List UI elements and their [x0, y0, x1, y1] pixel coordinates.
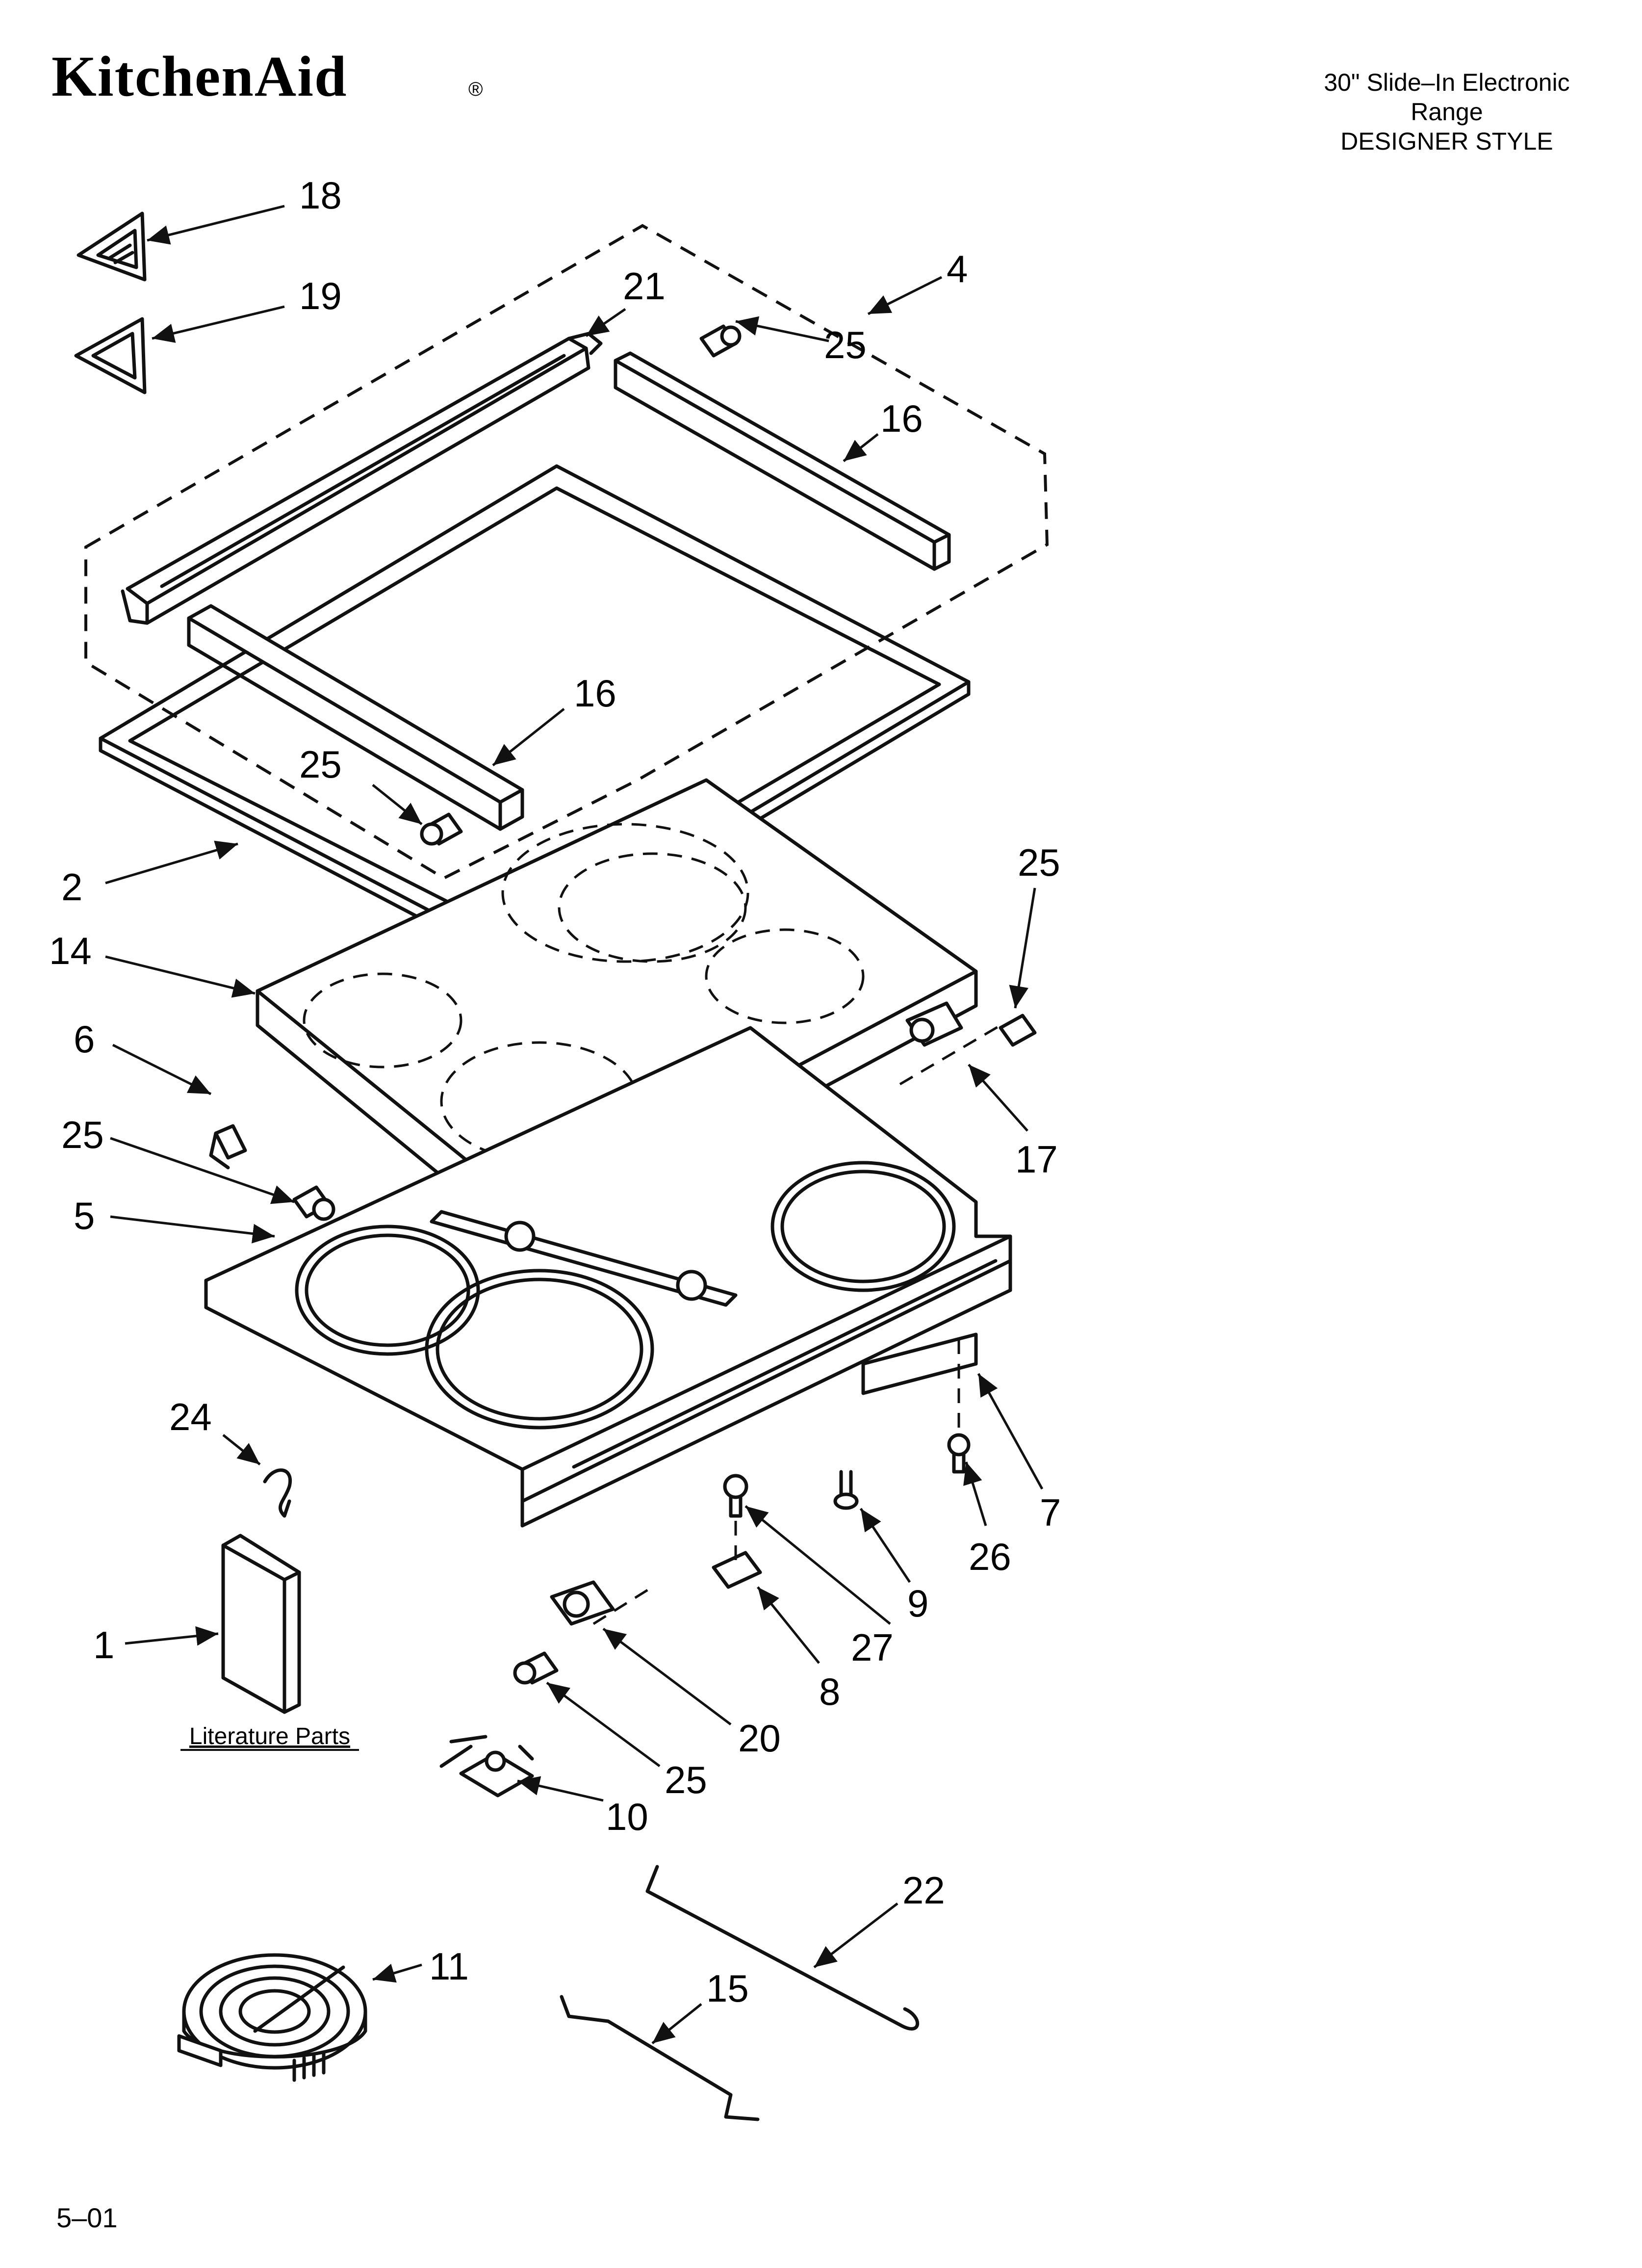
- model-title-line3: DESIGNER STYLE: [1340, 128, 1553, 155]
- callout-11: 11: [429, 1945, 469, 1988]
- callout-9: 9: [907, 1582, 928, 1625]
- part-16-front-rail: [187, 604, 524, 831]
- part-1-literature: [221, 1534, 301, 1714]
- part-4-group-outline: [84, 224, 1049, 880]
- brand-logo: KitchenAid: [51, 44, 348, 108]
- footer-code: 5–01: [56, 2202, 118, 2233]
- part-25-screw-front: [420, 812, 463, 846]
- callout-25e: 25: [665, 1758, 707, 1801]
- callout-4: 4: [947, 247, 968, 290]
- part-22-rod: [645, 1865, 920, 2031]
- callout-5: 5: [74, 1194, 95, 1237]
- callout-20: 20: [738, 1717, 781, 1760]
- part-6-clip: [209, 1124, 247, 1170]
- callout-18: 18: [299, 174, 342, 217]
- callout-25a: 25: [824, 323, 867, 366]
- model-title-line1: 30" Slide–In Electronic: [1324, 69, 1569, 96]
- callout-19: 19: [299, 274, 342, 317]
- callout-22: 22: [902, 1869, 945, 1912]
- part-16-rear-rail: [614, 351, 951, 571]
- part-14-cooktop-glass: [256, 778, 978, 1248]
- callout-25d: 25: [61, 1113, 104, 1156]
- model-title-line2: Range: [1411, 98, 1483, 126]
- part-25-screw-top: [699, 324, 742, 358]
- callout-15: 15: [706, 1967, 749, 2010]
- part-9-stud: [833, 1470, 859, 1510]
- callout-27: 27: [851, 1626, 894, 1669]
- part-26-screw: [947, 1339, 971, 1474]
- callout-16a: 16: [880, 397, 923, 440]
- registered-mark: ®: [468, 78, 483, 100]
- callout-10: 10: [606, 1795, 648, 1838]
- callout-25c: 25: [1018, 841, 1060, 884]
- callout-1: 1: [93, 1623, 114, 1667]
- callouts: 18 19 21 4 25 16 16 25 2 14 25 6 25 17 5…: [49, 174, 1061, 2010]
- callout-17: 17: [1015, 1138, 1058, 1181]
- callout-6: 6: [74, 1017, 95, 1061]
- callout-8: 8: [819, 1670, 840, 1713]
- callout-14: 14: [49, 929, 92, 972]
- callout-7: 7: [1040, 1491, 1061, 1534]
- callout-16b: 16: [574, 672, 616, 715]
- part-18-triangle-insert: [77, 211, 147, 282]
- callout-2: 2: [61, 865, 82, 909]
- part-5-cooktop-pan: [204, 1026, 1012, 1528]
- leader-lines: [105, 205, 1044, 2044]
- part-8-small-bracket: [712, 1521, 762, 1589]
- part-27-screw: [723, 1474, 748, 1518]
- part-24-wire-clip: [263, 1468, 292, 1518]
- part-10-terminal-block: [439, 1735, 534, 1798]
- part-19-triangle-trim: [74, 317, 147, 394]
- part-21-rear-trim: [121, 332, 603, 625]
- part-7-bracket: [861, 1332, 978, 1395]
- part-11-element-coil: [177, 1953, 367, 2082]
- callout-25b: 25: [299, 743, 342, 786]
- part-15-rod: [560, 1995, 760, 2121]
- callout-24: 24: [169, 1395, 212, 1438]
- callout-21: 21: [623, 264, 666, 308]
- part-25-screw-left: [292, 1185, 335, 1221]
- part-17-bracket: [899, 1001, 1037, 1086]
- callout-26: 26: [969, 1535, 1011, 1578]
- part-20-sensor-bracket: [550, 1580, 653, 1626]
- literature-parts-label: Literature Parts: [189, 1723, 350, 1749]
- part-25-screw-bottom: [513, 1651, 559, 1685]
